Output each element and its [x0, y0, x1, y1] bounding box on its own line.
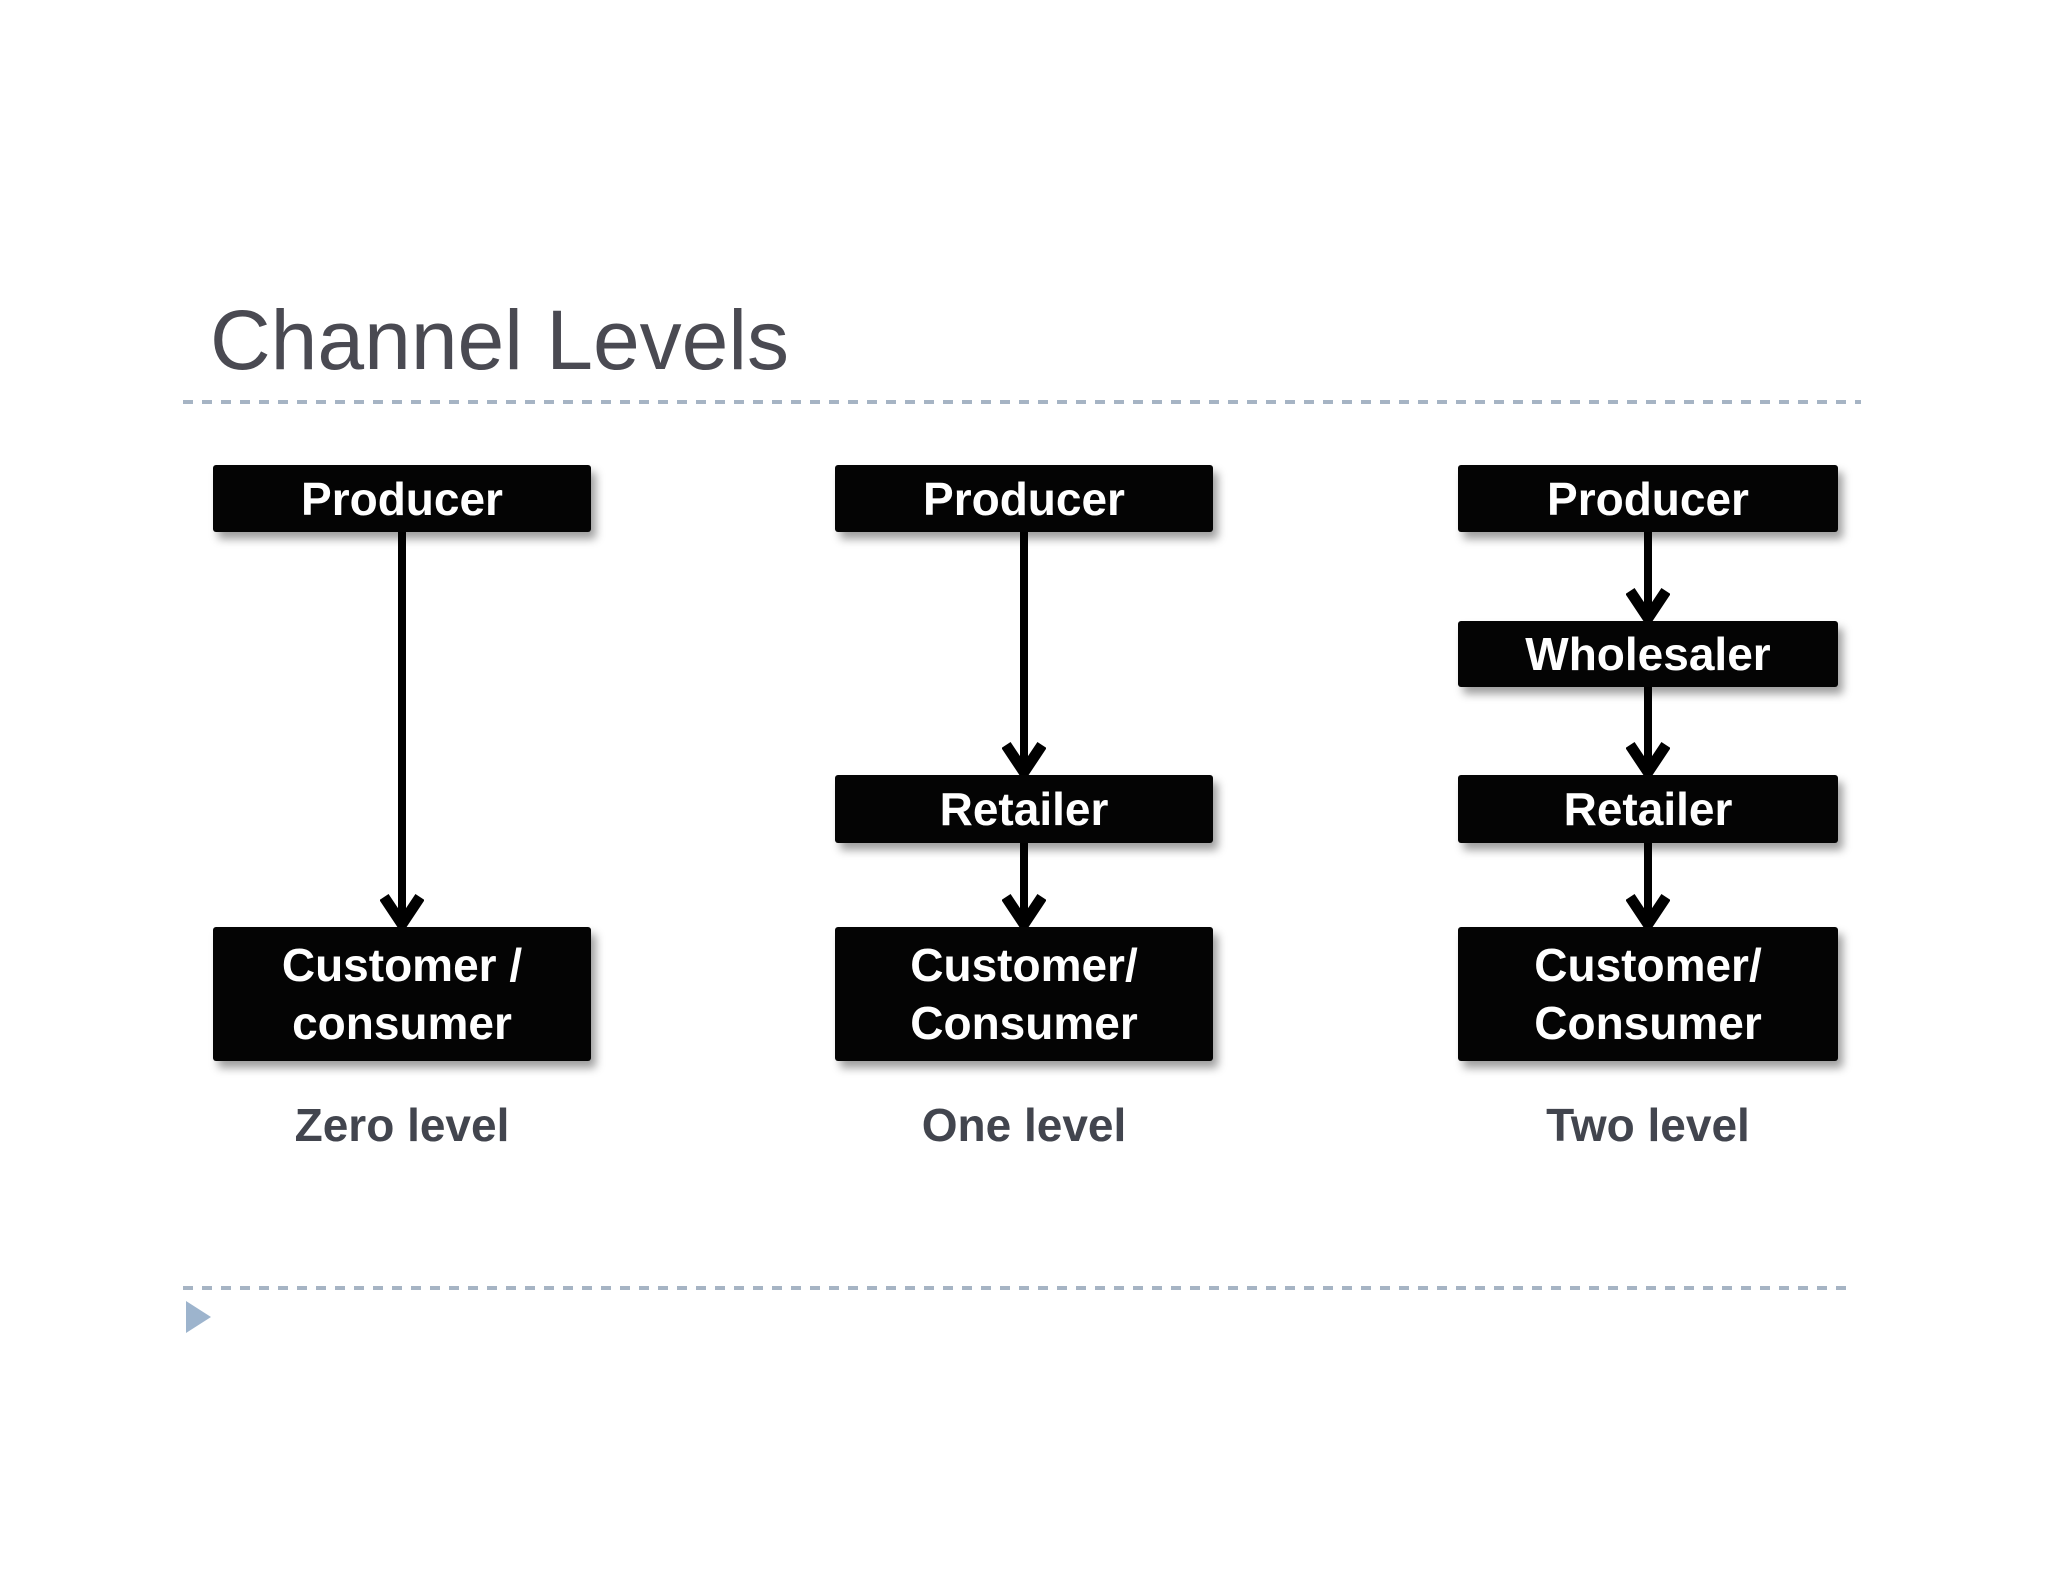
column-caption: Zero level: [294, 1099, 510, 1151]
channel-column-two-level: Producer Wholesaler Retailer Customer/ C…: [1458, 0, 1838, 1582]
node-retailer: Retailer: [835, 775, 1213, 843]
play-triangle-icon: [186, 1301, 211, 1333]
down-arrow-icon: [1002, 843, 1046, 927]
column-caption: One level: [921, 1099, 1127, 1151]
channel-column-zero-level: Producer Customer / consumer Zero level: [213, 0, 591, 1582]
down-arrow-icon: [1626, 532, 1670, 621]
node-customer-consumer: Customer/ Consumer: [1458, 927, 1838, 1061]
node-customer-consumer: Customer/ Consumer: [835, 927, 1213, 1061]
down-arrow-icon: [1626, 843, 1670, 927]
down-arrow-icon: [1626, 687, 1670, 775]
slide-title: Channel Levels: [210, 293, 790, 387]
down-arrow-icon: [380, 532, 424, 927]
node-producer: Producer: [213, 465, 591, 532]
title-divider: [183, 400, 1861, 404]
column-caption: Two level: [1546, 1099, 1750, 1151]
channel-column-one-level: Producer Retailer Customer/ Consumer One…: [835, 0, 1213, 1582]
node-retailer: Retailer: [1458, 775, 1838, 843]
node-wholesaler: Wholesaler: [1458, 621, 1838, 687]
node-producer: Producer: [1458, 465, 1838, 532]
node-customer-consumer: Customer / consumer: [213, 927, 591, 1061]
down-arrow-icon: [1002, 532, 1046, 775]
footer-divider: [183, 1286, 1849, 1290]
node-producer: Producer: [835, 465, 1213, 532]
